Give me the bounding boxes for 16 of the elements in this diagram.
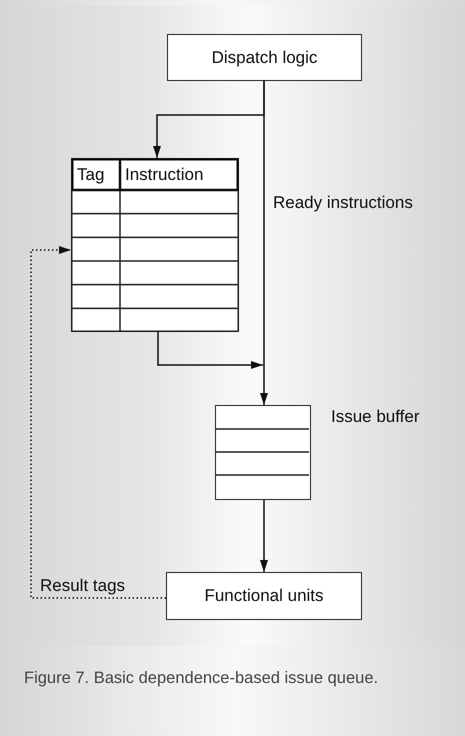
- node-label: Functional units: [204, 586, 324, 606]
- buffer-label: Issue buffer: [331, 408, 420, 425]
- node-label: Dispatch logic: [212, 48, 318, 68]
- figure-caption: Figure 7. Basic dependence-based issue queue.: [24, 668, 380, 689]
- arrow: [157, 332, 263, 369]
- dotted-arrow: [30, 246, 166, 599]
- queue-table: [71, 158, 239, 332]
- column-header: Tag: [77, 166, 104, 183]
- edge-label: Ready instructions: [273, 194, 413, 211]
- process-box: [166, 572, 362, 620]
- edge-label: Result tags: [40, 577, 126, 594]
- process-box: [167, 34, 362, 81]
- buffer-box: [215, 405, 311, 500]
- column-header: Instruction: [125, 166, 204, 183]
- arrow: [260, 500, 268, 572]
- arrow: [260, 81, 268, 405]
